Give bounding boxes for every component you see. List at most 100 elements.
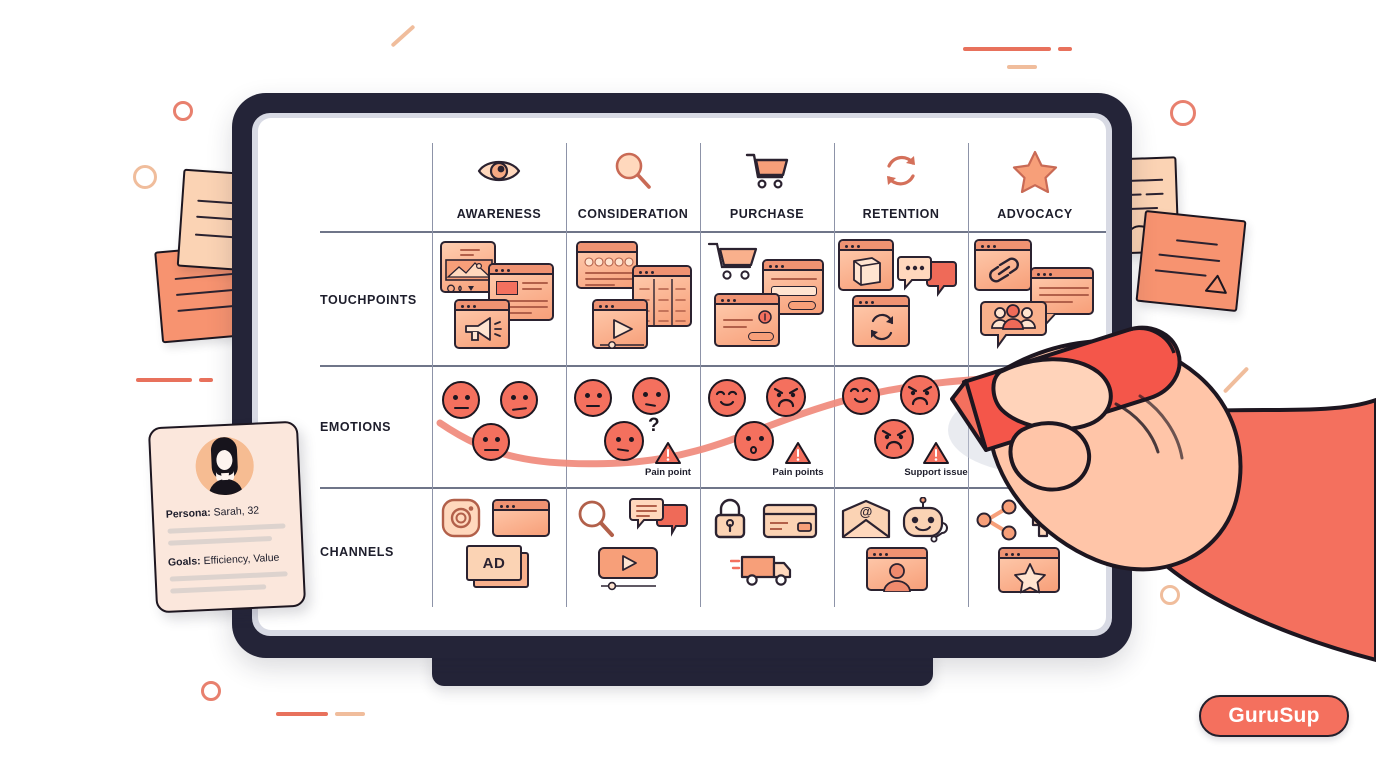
decorative-dash <box>390 24 416 48</box>
share-network-icon <box>976 499 1017 541</box>
chat-bubbles-icon <box>897 256 957 297</box>
stage-header-consideration[interactable]: CONSIDERATION <box>566 143 700 221</box>
face-sad <box>874 419 914 459</box>
face-neutral <box>442 381 480 419</box>
emotions-cell-advocacy[interactable] <box>968 371 1102 485</box>
star-icon <box>968 143 1102 199</box>
stage-header-retention[interactable]: RETENTION <box>834 143 968 221</box>
gurusup-logo-badge[interactable]: GuruSup <box>1199 695 1349 737</box>
ad-banner-icon: AD <box>466 545 529 588</box>
grid-line-header <box>320 231 1106 233</box>
stage-label: RETENTION <box>862 207 940 221</box>
persona-placeholder-line <box>170 584 267 594</box>
goals-label: Goals: <box>167 555 201 569</box>
touchpoints-cell-consideration[interactable] <box>566 237 700 363</box>
grid-line-col-0 <box>432 143 433 607</box>
question-mark-glyph: ? <box>648 415 660 436</box>
persona-placeholder-line <box>167 523 286 534</box>
email-envelope-icon: @ <box>841 499 891 539</box>
warning-triangle-icon <box>1204 274 1227 294</box>
decorative-dash <box>335 712 365 716</box>
warning-triangle-icon <box>923 442 949 464</box>
decorative-dash <box>136 378 192 382</box>
face-neutral <box>472 423 510 461</box>
goals-line: Goals: Efficiency, Value <box>168 552 280 569</box>
megaphone-icon <box>1031 501 1084 538</box>
video-icon <box>598 547 662 591</box>
emotions-cell-consideration[interactable]: ? Pain point <box>566 371 700 485</box>
browser-icon <box>492 499 550 537</box>
row-label-touchpoints: TOUCHPOINTS <box>320 293 417 307</box>
face-smiling <box>708 379 746 417</box>
stage-label: CONSIDERATION <box>577 207 689 221</box>
touchpoints-cell-advocacy[interactable] <box>968 237 1102 363</box>
stage-header-purchase[interactable]: PURCHASE <box>700 143 834 221</box>
decorative-dash <box>1007 65 1037 69</box>
warning-triangle-icon <box>785 442 811 464</box>
row-label-emotions: EMOTIONS <box>320 420 392 434</box>
face-grinning <box>1038 375 1078 415</box>
touchpoints-cell-retention[interactable] <box>834 237 968 363</box>
stage-header-awareness[interactable]: AWARENESS <box>432 143 566 221</box>
eye-icon <box>432 143 566 199</box>
tablet-screen: AWARENESS CONSIDERATION <box>258 118 1106 630</box>
customer-journey-map: AWARENESS CONSIDERATION <box>320 143 1106 628</box>
review-star-card-icon <box>998 547 1060 594</box>
emotions-cell-purchase[interactable]: Pain points <box>700 371 834 485</box>
face-happy <box>842 377 880 415</box>
persona-placeholder-line <box>168 535 273 546</box>
annotation-support-issue: Support issue <box>904 467 968 478</box>
sticky-note-right-front <box>1135 209 1247 313</box>
decorative-ring <box>201 681 221 701</box>
annotation-pain-points: Pain points <box>772 467 824 478</box>
annotation-pain-point: Pain point <box>645 467 691 478</box>
persona-card[interactable]: Persona: Sarah, 32 Goals: Efficiency, Va… <box>147 420 307 614</box>
social-post-card-icon <box>440 241 496 293</box>
payment-card-icon <box>714 293 780 347</box>
decorative-dash <box>276 712 328 716</box>
channels-cell-retention[interactable]: @ <box>834 493 968 607</box>
face-neutral <box>574 379 612 417</box>
touchpoints-cell-purchase[interactable] <box>700 237 834 363</box>
channels-cell-awareness[interactable]: AD <box>432 493 566 607</box>
grid-line-touchpoints <box>320 365 1106 367</box>
channels-cell-advocacy[interactable] <box>968 493 1102 607</box>
face-grinning <box>978 377 1018 417</box>
stage-label: ADVOCACY <box>997 207 1073 221</box>
logo-text: GuruSup <box>1228 704 1320 727</box>
megaphone-card-icon <box>454 299 510 349</box>
face-worried <box>766 377 806 417</box>
grid-line-emotions <box>320 487 1106 489</box>
persona-value: Sarah, 32 <box>213 504 260 519</box>
channels-cell-consideration[interactable] <box>566 493 700 607</box>
row-label-channels: CHANNELS <box>320 545 394 559</box>
emotions-cell-retention[interactable]: Support issue <box>834 371 968 485</box>
face-sad <box>900 375 940 415</box>
reorder-card-icon <box>852 295 910 347</box>
face-confused <box>604 421 644 461</box>
support-bot-icon <box>902 497 948 543</box>
video-player-card-icon <box>592 299 648 349</box>
decorative-dash <box>1222 366 1250 394</box>
chat-bubble-icon <box>629 498 688 537</box>
decorative-ring <box>133 165 157 189</box>
touchpoints-cell-awareness[interactable] <box>432 237 566 363</box>
channels-cell-purchase[interactable] <box>700 493 834 607</box>
face-thinking <box>632 377 670 415</box>
magnifier-icon <box>566 143 700 199</box>
search-icon <box>578 500 614 537</box>
shopping-cart-icon <box>700 143 834 199</box>
svg-text:@: @ <box>860 504 873 519</box>
persona-placeholder-line <box>169 571 288 582</box>
decorative-ring <box>173 101 193 121</box>
stage-header-advocacy[interactable]: ADVOCACY <box>968 143 1102 221</box>
decorative-dash <box>1058 47 1072 51</box>
persona-line: Persona: Sarah, 32 <box>166 505 260 521</box>
decorative-ring <box>1170 100 1196 126</box>
stage-label: PURCHASE <box>729 207 805 221</box>
decorative-dash <box>199 378 213 382</box>
refresh-cycle-icon <box>834 143 968 199</box>
review-stars-card-icon <box>576 241 638 289</box>
emotions-cell-awareness[interactable] <box>432 371 566 485</box>
persona-label: Persona: <box>165 506 211 521</box>
